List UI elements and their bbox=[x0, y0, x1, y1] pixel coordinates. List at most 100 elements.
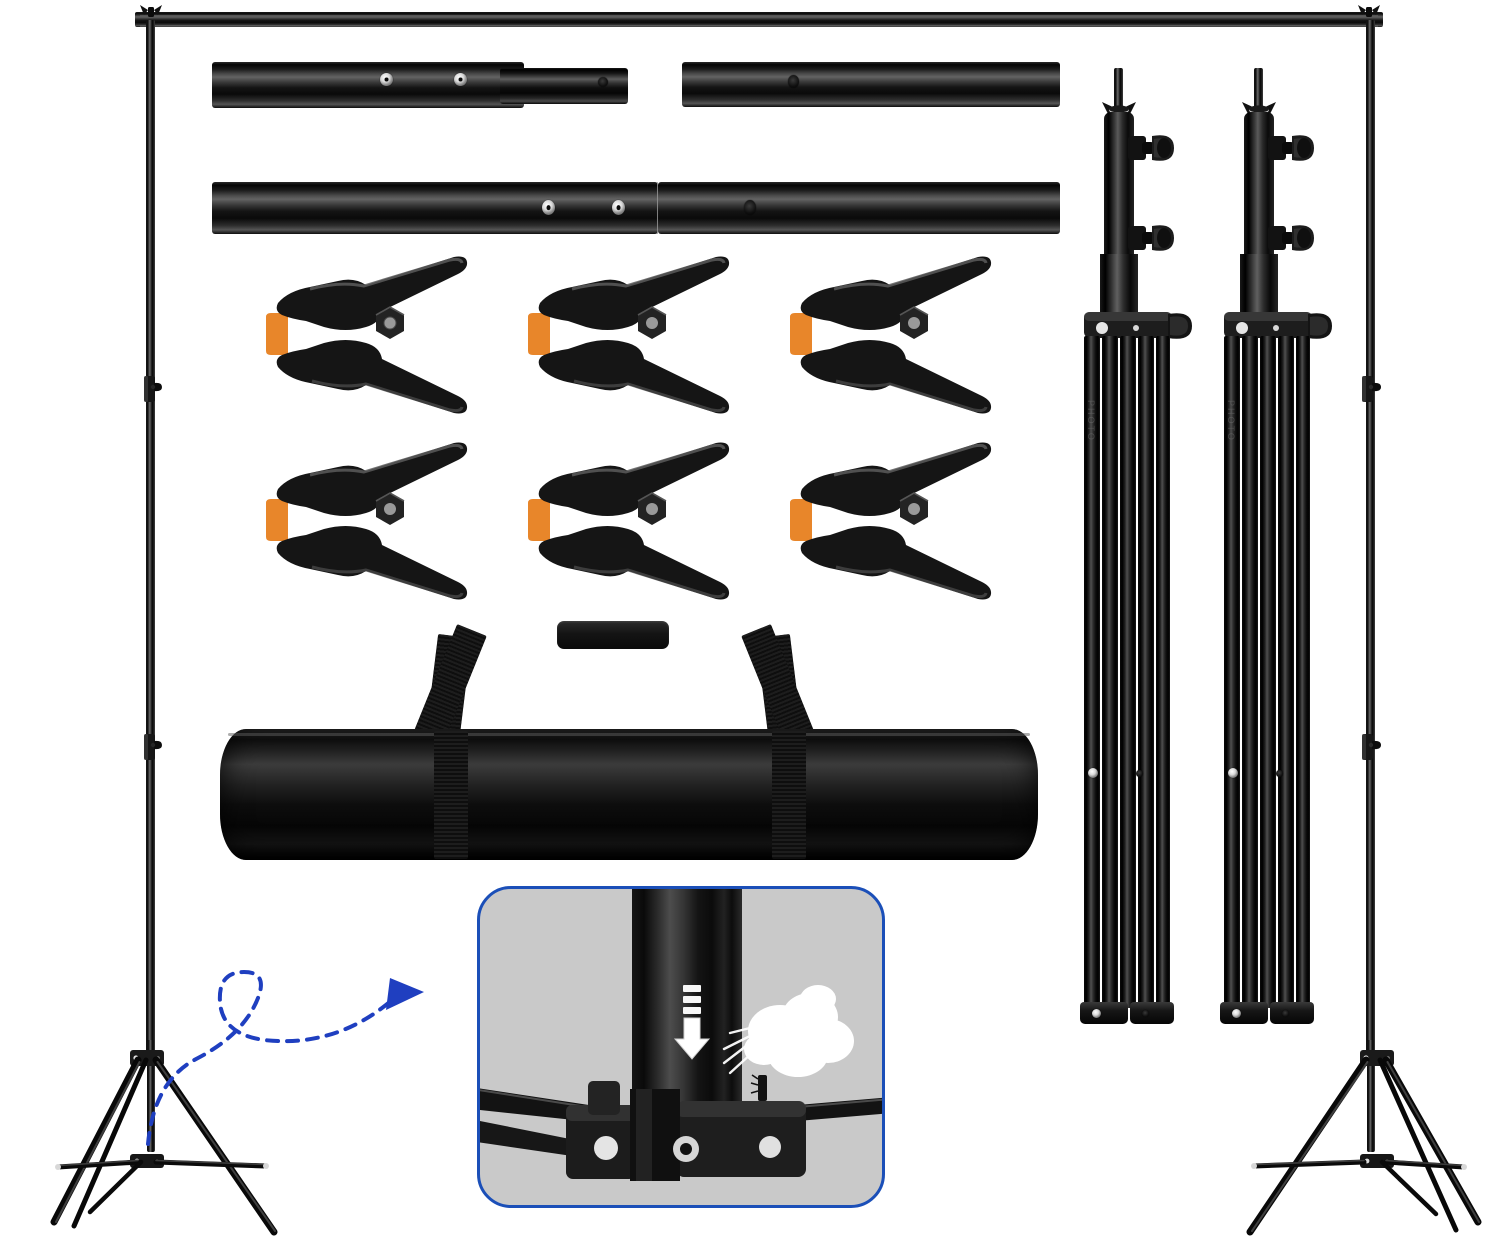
clamp-upper-arm bbox=[800, 442, 992, 516]
clamp-lower-arm bbox=[276, 526, 468, 600]
clamp-tip bbox=[266, 313, 288, 355]
clamp-upper-arm bbox=[276, 442, 468, 516]
stand-lock-knob-1 bbox=[1128, 135, 1174, 161]
rivet bbox=[1276, 770, 1283, 777]
stand-brand-text: PHOTO bbox=[1226, 400, 1236, 442]
spring-clamp bbox=[258, 255, 473, 415]
clamp-pivot-pin bbox=[908, 503, 920, 515]
callout-leg-tube-edge bbox=[732, 889, 742, 1113]
spring-clamp bbox=[782, 255, 997, 415]
stand-spigot bbox=[1254, 68, 1263, 108]
rivet bbox=[1232, 1009, 1241, 1018]
stand-folded-leg-5 bbox=[1296, 336, 1310, 1008]
right-lock-lower bbox=[1362, 734, 1381, 760]
spring-clamp bbox=[520, 441, 735, 601]
stand-lock-knob-2 bbox=[1268, 225, 1314, 251]
crossbar-tube-b bbox=[500, 68, 628, 104]
left-upright-post-lower bbox=[147, 1040, 155, 1152]
stand-folded-leg-3 bbox=[1120, 336, 1136, 1008]
clamp-pivot-pin bbox=[384, 503, 396, 515]
top-crossbar-shadowline bbox=[140, 25, 1378, 27]
rivet bbox=[1228, 768, 1238, 778]
rivet bbox=[744, 200, 756, 215]
rivet bbox=[1282, 1010, 1289, 1017]
crossbar-tube-c bbox=[682, 62, 1060, 107]
clamp-lower-arm bbox=[538, 526, 730, 600]
stand-folded-leg-1 bbox=[1224, 336, 1240, 1008]
stand-folded-leg-5 bbox=[1156, 336, 1170, 1008]
clamp-tip bbox=[528, 499, 550, 541]
stand-folded-leg-3 bbox=[1260, 336, 1276, 1008]
detail-callout-panel bbox=[477, 886, 885, 1208]
folded-light-stand: PHOTO bbox=[1078, 68, 1198, 1024]
crossbar-tube-e bbox=[658, 182, 1060, 234]
clamp-lower-arm bbox=[800, 340, 992, 414]
rivet bbox=[380, 73, 393, 86]
vent-nozzle-icon bbox=[750, 1074, 767, 1101]
crossbar-segment-row-top bbox=[0, 0, 1500, 1]
clamp-lower-arm bbox=[800, 526, 992, 600]
rivet bbox=[1088, 768, 1098, 778]
clamp-upper-arm bbox=[276, 256, 468, 330]
pointer-arrowhead bbox=[386, 978, 424, 1010]
spring-clamp bbox=[520, 255, 735, 415]
rivet bbox=[1136, 770, 1143, 777]
clamp-pivot-pin bbox=[646, 503, 658, 515]
clamp-tip bbox=[528, 313, 550, 355]
clamp-pivot-pin bbox=[384, 317, 396, 329]
clamp-pivot-pin bbox=[646, 317, 658, 329]
right-upright-post bbox=[1366, 20, 1375, 1060]
stand-leg-collar bbox=[1084, 312, 1192, 339]
stand-foot-left bbox=[1080, 1002, 1128, 1024]
rivet bbox=[612, 200, 625, 215]
clamp-upper-arm bbox=[538, 256, 730, 330]
stand-lock-knob-1 bbox=[1268, 135, 1314, 161]
bag-strap-right-front bbox=[772, 731, 806, 859]
left-tripod-base bbox=[50, 1050, 278, 1236]
bag-body bbox=[220, 729, 1038, 860]
stand-foot-right bbox=[1270, 1002, 1314, 1024]
stand-folded-leg-2 bbox=[1242, 336, 1258, 1008]
callout-leg-tube bbox=[632, 889, 732, 1113]
clamp-upper-arm bbox=[800, 256, 992, 330]
left-upright-post bbox=[146, 20, 155, 1060]
stand-brand-text: PHOTO bbox=[1086, 400, 1096, 442]
bag-strap-left-front bbox=[434, 731, 468, 859]
clamp-upper-arm bbox=[538, 442, 730, 516]
rivet bbox=[788, 75, 799, 88]
spring-clamp bbox=[258, 441, 473, 601]
dust-puff-icon bbox=[722, 985, 854, 1077]
clamp-lower-arm bbox=[276, 340, 468, 414]
stand-foot-left bbox=[1220, 1002, 1268, 1024]
stand-foot-right bbox=[1130, 1002, 1174, 1024]
stand-lock-knob-2 bbox=[1128, 225, 1174, 251]
clamp-tip bbox=[790, 499, 812, 541]
top-crossbar-highlight bbox=[140, 15, 1378, 17]
stand-spigot bbox=[1114, 68, 1123, 108]
clamp-tip bbox=[266, 499, 288, 541]
right-tripod-base bbox=[1246, 1050, 1482, 1236]
left-lock-upper bbox=[144, 376, 162, 402]
right-lock-upper bbox=[1362, 376, 1381, 402]
down-arrow-icon bbox=[673, 985, 711, 1060]
stand-leg-collar bbox=[1224, 312, 1332, 339]
tube-d-e-seam bbox=[657, 182, 658, 234]
stand-folded-leg-2 bbox=[1102, 336, 1118, 1008]
dashed-curve-pointer bbox=[146, 969, 424, 1146]
crossbar-tube-d bbox=[212, 182, 658, 234]
stand-folded-leg-1 bbox=[1084, 336, 1100, 1008]
clamp-tip bbox=[790, 313, 812, 355]
stand-folded-leg-4 bbox=[1278, 336, 1294, 1008]
crossbar-tube-a bbox=[212, 62, 524, 108]
spring-clamp bbox=[782, 441, 997, 601]
stand-folded-leg-4 bbox=[1138, 336, 1154, 1008]
callout-leg-hub bbox=[480, 1081, 882, 1181]
rivet bbox=[1092, 1009, 1101, 1018]
bag-body-topedge bbox=[228, 733, 1030, 736]
crossbar-wingnut-left bbox=[140, 5, 162, 17]
right-upright-post-lower bbox=[1367, 1040, 1375, 1152]
left-lock-lower bbox=[144, 734, 162, 760]
rivet bbox=[1142, 1010, 1149, 1017]
rivet bbox=[542, 200, 555, 215]
